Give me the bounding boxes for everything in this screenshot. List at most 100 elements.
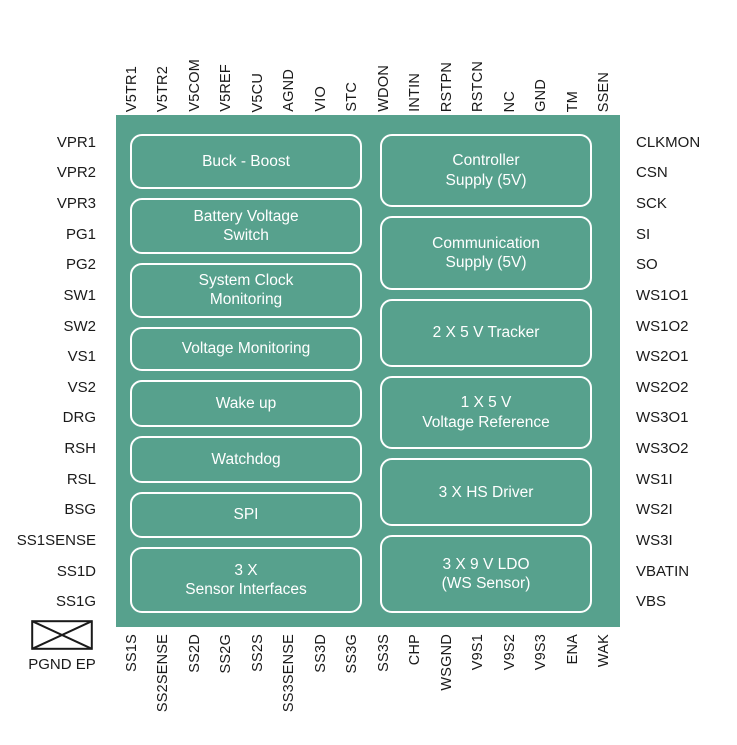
pin-label: SS1S	[123, 634, 140, 672]
pin-label: TM	[564, 90, 581, 112]
right-pin-clkmon: CLKMON	[636, 133, 701, 151]
function-block-line: Battery Voltage	[193, 207, 299, 225]
function-block-buck-boost: Buck - Boost	[130, 134, 362, 190]
pin-label: INTIN	[407, 73, 423, 112]
function-block-line: 3 X HS Driver	[438, 483, 534, 501]
bottom-pin-wsgnd: WSGND	[431, 634, 463, 738]
function-block-line: Switch	[223, 227, 269, 245]
top-pin-tm: TM	[557, 14, 589, 112]
function-block-label: 2 X 5 V Tracker	[433, 323, 540, 342]
left-pin-vs2: VS2	[67, 378, 96, 396]
function-block-label: 3 X 9 V LDO(WS Sensor)	[442, 555, 531, 594]
pin-label: SS3SENSE	[281, 634, 297, 713]
right-pin-csn: CSN	[636, 164, 668, 182]
left-pin-ss1g: SS1G	[55, 593, 96, 611]
bottom-pin-ss2d: SS2D	[179, 634, 211, 738]
right-pin-so: SO	[636, 256, 658, 274]
bottom-pin-ss2g: SS2G	[211, 634, 243, 738]
function-block-line: Communication	[432, 234, 540, 252]
pin-label: V5TR1	[123, 65, 140, 112]
right-pin-ws1o2: WS1O2	[636, 317, 689, 335]
exposed-pad-group: PGND EP	[14, 620, 110, 686]
pin-label: WAK	[596, 634, 612, 668]
left-pin-rsh: RSH	[64, 440, 96, 458]
bottom-pin-wak: WAK	[589, 634, 621, 738]
function-block-line: Voltage Monitoring	[181, 340, 311, 358]
bottom-pin-v9s3: V9S3	[526, 634, 558, 738]
bottom-pin-ss2s: SS2S	[242, 634, 274, 738]
left-pin-vpr3: VPR3	[56, 195, 96, 213]
top-pin-ssen: SSEN	[589, 14, 621, 112]
function-block-line: 2 X 5 V Tracker	[432, 324, 540, 342]
function-block-line: Watchdog	[211, 450, 281, 468]
bottom-pin-ss1s: SS1S	[116, 634, 148, 738]
function-block-line: Controller	[452, 152, 520, 170]
top-pin-stc: STC	[337, 14, 369, 112]
right-pin-vbatin: VBATIN	[636, 562, 690, 580]
pin-label: SS2D	[186, 634, 203, 673]
function-block-3-x-9-v-ldo-ws-sensor: 3 X 9 V LDO(WS Sensor)	[380, 535, 592, 614]
function-block-line: Sensor Interfaces	[185, 581, 307, 599]
right-pin-ws3o1: WS3O1	[636, 409, 689, 427]
pin-label: SS2G	[218, 634, 234, 674]
bottom-pin-ss2sense: SS2SENSE	[148, 634, 180, 738]
top-pin-v5cu: V5CU	[242, 14, 274, 112]
pin-label: RSTCN	[470, 61, 486, 112]
top-pin-wdon: WDON	[368, 14, 400, 112]
left-pin-ss1sense: SS1SENSE	[16, 531, 96, 549]
top-pin-vio: VIO	[305, 14, 337, 112]
pin-label: CHP	[407, 634, 423, 666]
bottom-pin-ss3s: SS3S	[368, 634, 400, 738]
right-pin-ws1i: WS1I	[636, 470, 673, 488]
pin-label: GND	[533, 79, 549, 112]
pin-label: SS3D	[312, 634, 329, 673]
right-pin-ws3i: WS3I	[636, 531, 673, 549]
left-pin-ss1d: SS1D	[56, 562, 96, 580]
function-block-line: SPI	[233, 506, 259, 524]
right-pin-ws2o2: WS2O2	[636, 378, 689, 396]
function-block-line: Voltage Reference	[422, 413, 550, 431]
pin-label: SS2SENSE	[155, 634, 171, 713]
left-pin-vs1: VS1	[67, 348, 96, 366]
function-block-label: Watchdog	[211, 450, 280, 469]
function-block-line: Supply (5V)	[445, 254, 527, 272]
pin-label: WDON	[375, 65, 392, 112]
bottom-pin-chp: CHP	[400, 634, 432, 738]
top-pin-rstpn: RSTPN	[431, 14, 463, 112]
right-pin-sck: SCK	[636, 195, 667, 213]
top-pin-v5com: V5COM	[179, 14, 211, 112]
pin-label: STC	[344, 82, 360, 112]
pin-label: V5CU	[249, 72, 266, 112]
function-block-label: Wake up	[216, 394, 277, 413]
function-block-spi: SPI	[130, 491, 362, 539]
function-block-line: Monitoring	[209, 291, 283, 309]
function-block-label: Voltage Monitoring	[182, 339, 310, 358]
top-pin-agnd: AGND	[274, 14, 306, 112]
pin-label: AGND	[281, 69, 297, 112]
left-pin-pg2: PG2	[65, 256, 96, 274]
pin-label: SS3S	[375, 634, 392, 672]
function-block-line: Wake up	[215, 394, 277, 412]
pin-label: SS2S	[249, 634, 266, 672]
bottom-pin-v9s1: V9S1	[463, 634, 495, 738]
bottom-pin-ss3sense: SS3SENSE	[274, 634, 306, 738]
crossed-rectangle-icon	[31, 620, 93, 650]
top-pin-nc: NC	[494, 14, 526, 112]
function-block-2-x-5-v-tracker: 2 X 5 V Tracker	[380, 298, 592, 367]
